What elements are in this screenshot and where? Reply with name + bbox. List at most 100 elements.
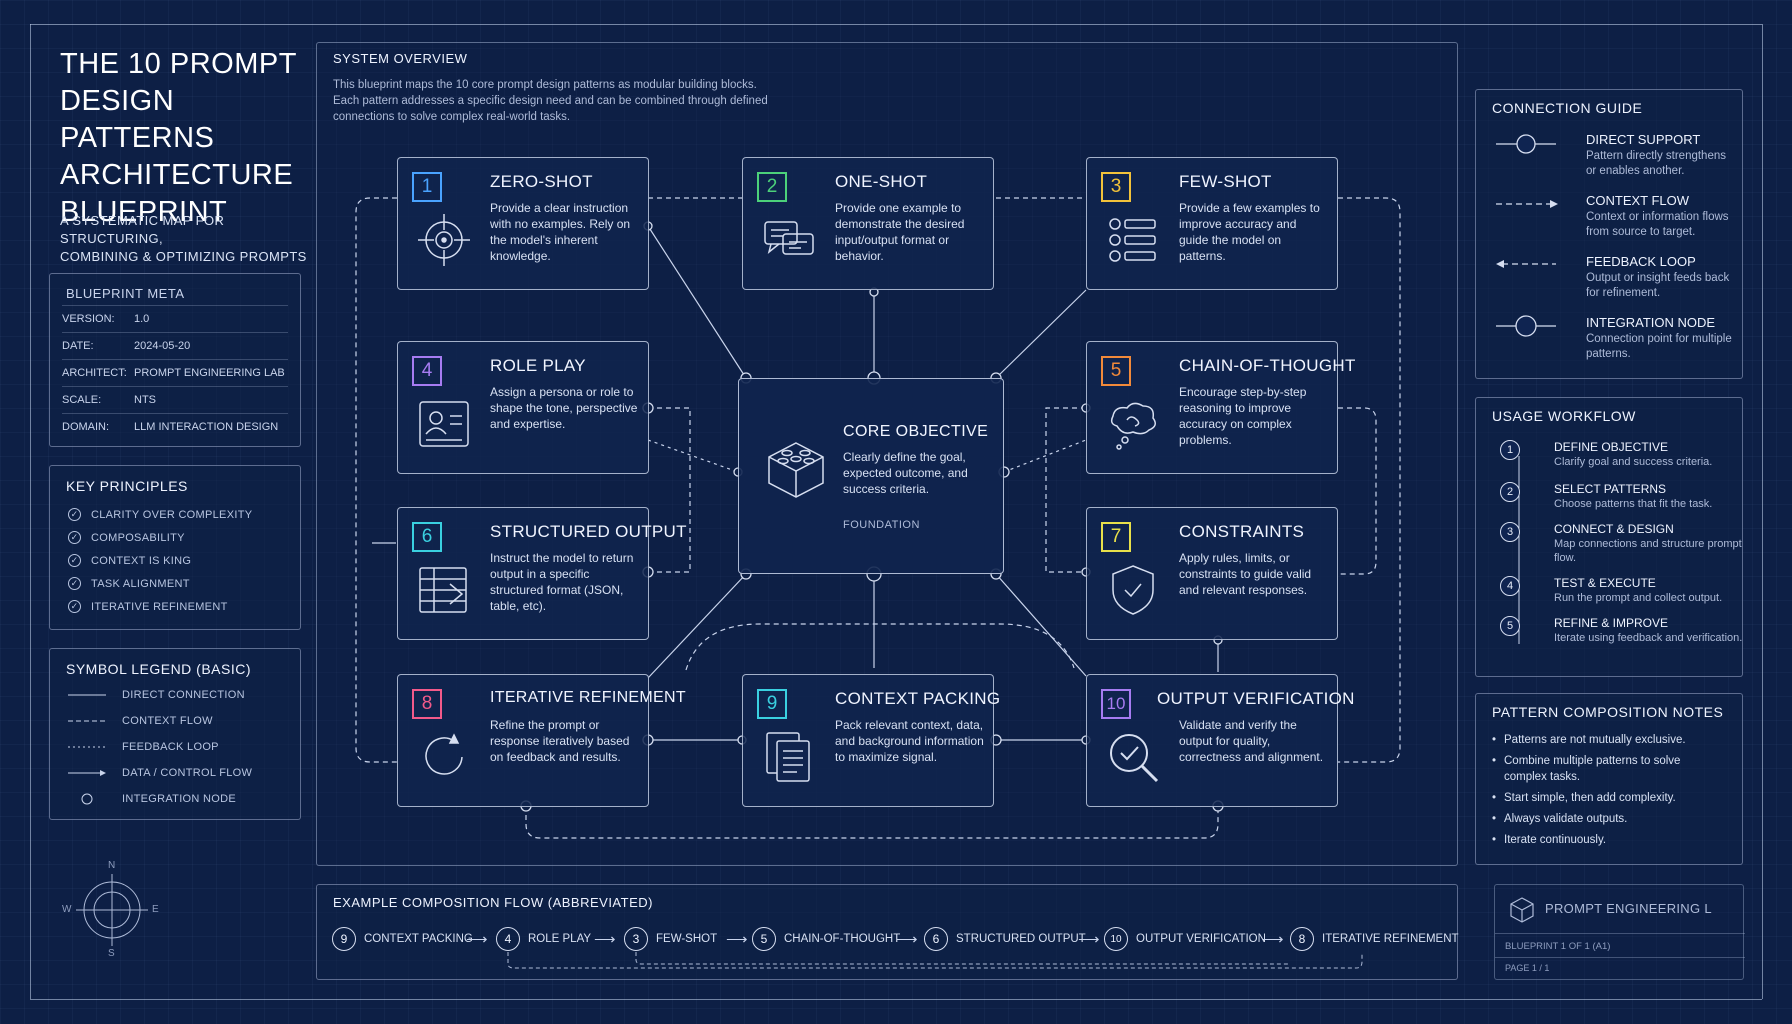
flow-arrow-icon: ⟶	[466, 931, 488, 948]
check-circle-icon: ✓	[68, 577, 81, 590]
step-desc: Choose patterns that fit the task.	[1554, 498, 1713, 510]
core-objective-card[interactable]: CORE OBJECTIVE Clearly define the goal, …	[738, 378, 1004, 574]
link-core-8	[647, 573, 747, 679]
meta-value: 2024-05-20	[134, 340, 191, 352]
flow-step-label: CHAIN-OF-THOUGHT	[784, 933, 901, 945]
meta-row: SCALE: NTS	[62, 386, 288, 413]
middle-bottom-loop	[685, 623, 1075, 671]
legend-label: INTEGRATION NODE	[122, 793, 236, 805]
pattern-number: 1	[412, 172, 442, 202]
connection-desc: Output or insight feeds back for refinem…	[1586, 272, 1730, 299]
note-item: Always validate outputs.	[1492, 811, 1742, 827]
link-core-5	[1003, 439, 1087, 473]
pattern-card-few-shot[interactable]: 3 FEW-SHOT Provide a few examples to imp…	[1086, 157, 1338, 290]
pattern-card-one-shot[interactable]: 2 ONE-SHOT Provide one example to demons…	[742, 157, 994, 290]
principle-label: CLARITY OVER COMPLEXITY	[91, 508, 253, 521]
flow-step-label: ROLE PLAY	[528, 933, 592, 945]
example-flow-title: EXAMPLE COMPOSITION FLOW (ABBREVIATED)	[333, 895, 653, 910]
principle-item: ✓ TASK ALIGNMENT	[68, 577, 190, 590]
composition-notes-panel: PATTERN COMPOSITION NOTES Patterns are n…	[1475, 693, 1743, 865]
meta-row: DATE: 2024-05-20	[62, 332, 288, 359]
key-principles-title: KEY PRINCIPLES	[66, 478, 188, 494]
meta-key: VERSION:	[62, 313, 115, 325]
meta-key: DOMAIN:	[62, 421, 110, 433]
pattern-desc: Assign a persona or role to shape the to…	[490, 385, 638, 431]
check-circle-icon: ✓	[68, 554, 81, 567]
legend-label: FEEDBACK LOOP	[122, 741, 219, 753]
pattern-title: OUTPUT VERIFICATION	[1157, 689, 1355, 708]
pattern-card-context-packing[interactable]: 9 CONTEXT PACKING Pack relevant context,…	[742, 674, 1000, 807]
link-4-6	[648, 407, 691, 573]
documents-icon	[766, 732, 810, 782]
step-number: 2	[1500, 482, 1520, 502]
pattern-card-role-play[interactable]: 4 ROLE PLAY Assign a persona or role to …	[397, 341, 649, 474]
step-number: 5	[1500, 616, 1520, 636]
system-overview-title: SYSTEM OVERVIEW	[333, 51, 468, 66]
pattern-title: FEW-SHOT	[1179, 172, 1272, 191]
note-item: Iterate continuously.	[1492, 832, 1742, 848]
pattern-card-zero-shot[interactable]: 1 ZERO-SHOT Provide a clear instruction …	[397, 157, 649, 290]
stamp-line-2: PAGE 1 / 1	[1505, 963, 1550, 973]
principle-item: ✓COMPOSABILITY	[68, 531, 185, 544]
title-line: ARCHITECTURE	[60, 159, 294, 191]
flow-step-label: FEW-SHOT	[656, 933, 718, 945]
title-line: THE 10 PROMPT	[60, 48, 297, 80]
pattern-card-structured-output[interactable]: 6 STRUCTURED OUTPUT Instruct the model t…	[397, 507, 687, 640]
flow-arrow-icon: ⟶	[594, 931, 616, 948]
meta-value: NTS	[134, 394, 156, 406]
pattern-card-chain-of-thought[interactable]: 5 CHAIN-OF-THOUGHT Encourage step-by-ste…	[1086, 341, 1355, 474]
step-desc: Clarify goal and success criteria.	[1554, 456, 1713, 468]
building-block-icon	[768, 442, 824, 498]
legend-item: DIRECT CONNECTION	[122, 689, 245, 701]
stamp-line-1: BLUEPRINT 1 OF 1 (A1)	[1505, 941, 1611, 952]
compass-n: N	[108, 860, 116, 871]
legend-item: FEEDBACK LOOP	[122, 741, 219, 753]
connection-desc: Pattern directly strengthens or enables …	[1586, 150, 1726, 177]
meta-key: DATE:	[62, 340, 94, 352]
bottom-loop	[525, 806, 1219, 839]
principle-label: TASK ALIGNMENT	[91, 577, 190, 590]
note-item: Start simple, then add complexity.	[1492, 790, 1742, 806]
shield-icon	[1112, 565, 1154, 615]
flow-arrow-icon: ⟶	[896, 931, 918, 948]
meta-row: VERSION:1.0	[62, 305, 288, 332]
core-objective-title: CORE OBJECTIVE	[843, 423, 989, 440]
step-label: TEST & EXECUTE	[1554, 576, 1656, 590]
legend-item: CONTEXT FLOW	[122, 715, 213, 727]
pattern-card-constraints[interactable]: 7 CONSTRAINTS Apply rules, limits, or co…	[1086, 507, 1338, 640]
check-circle-icon: ✓	[68, 600, 81, 613]
pattern-desc: Provide a clear instruction with no exam…	[490, 201, 631, 263]
example-list-icon	[1109, 218, 1156, 262]
frame-left-line	[30, 24, 31, 999]
legend-label: CONTEXT FLOW	[122, 715, 213, 727]
pattern-title: CONTEXT PACKING	[835, 689, 1001, 708]
flow-loop-2	[635, 952, 1290, 965]
blueprint-meta-panel: BLUEPRINT META VERSION:1.0 DATE:2024-05-…	[49, 273, 301, 447]
flow-step-label: STRUCTURED OUTPUT	[956, 933, 1086, 945]
flow-step-number: 9	[332, 927, 356, 951]
pattern-title: ROLE PLAY	[490, 356, 586, 375]
connection-desc: Connection point for multiple patterns.	[1586, 333, 1732, 360]
principle-item: ✓CONTEXT IS KING	[68, 554, 191, 567]
arrow-head-symbol	[100, 770, 106, 776]
principle-item: ✓CLARITY OVER COMPLEXITY	[68, 508, 252, 521]
page-title: THE 10 PROMPT DESIGN PATTERNS ARCHITECTU…	[60, 46, 300, 231]
pattern-desc: Instruct the model to return output in a…	[490, 551, 634, 613]
right-inner-loop	[1338, 407, 1377, 575]
pattern-desc: Provide one example to demonstrate the d…	[835, 201, 965, 263]
feedback-loop-arrow	[1496, 260, 1504, 268]
note-item: Patterns are not mutually exclusive.	[1492, 732, 1742, 748]
pattern-card-iterative-refinement[interactable]: 8 ITERATIVE REFINEMENT Refine the prompt…	[397, 674, 686, 807]
pattern-card-output-verification[interactable]: 10 OUTPUT VERIFICATION Validate and veri…	[1086, 674, 1354, 807]
step-label: CONNECT & DESIGN	[1554, 522, 1674, 536]
meta-key: SCALE:	[62, 394, 102, 406]
flow-step-number: 5	[752, 927, 776, 951]
flow-step-number: 6	[924, 927, 948, 951]
